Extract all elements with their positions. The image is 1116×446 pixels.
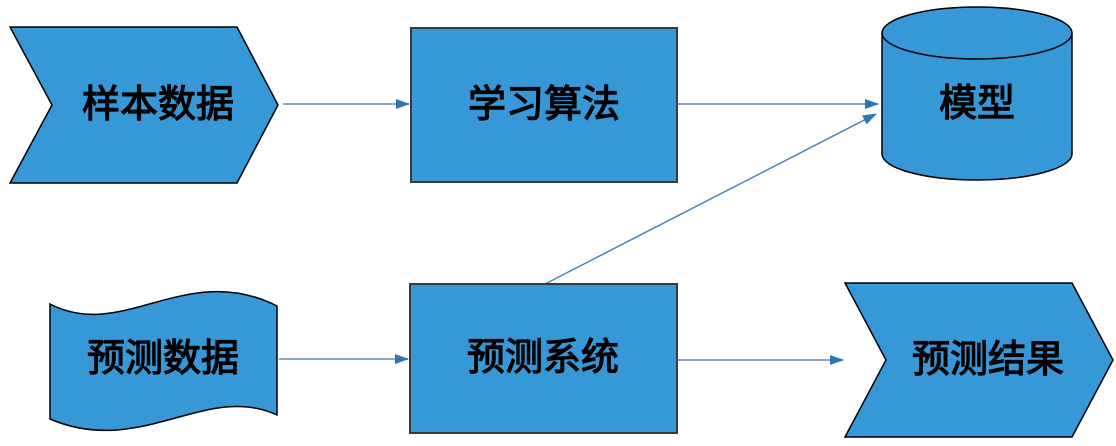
rectangle-shape [410,27,678,183]
node-label: 预测系统 [467,337,619,379]
wave-shape [49,290,278,432]
node-sample-data: 样本数据 [8,26,279,184]
node-prediction-system: 预测系统 [409,283,678,434]
node-label: 预测数据 [87,338,239,380]
node-label: 模型 [939,83,1015,125]
node-prediction-result: 预测结果 [843,282,1114,438]
cylinder-top-rim [881,32,1073,60]
node-label: 学习算法 [468,83,620,126]
edge-prediction-system-to-model [544,113,877,285]
cylinder-shape [881,6,1073,181]
node-model: 模型 [881,6,1073,181]
node-prediction-data: 预测数据 [49,290,278,432]
node-label: 预测结果 [912,339,1064,381]
node-learning-algorithm: 学习算法 [410,27,678,183]
node-label: 样本数据 [82,84,234,126]
edges-layer [279,99,879,365]
chevron-arrow-shape [8,26,279,184]
nodes-layer: 样本数据 学习算法 模型 预测数据 预测系统 预测结果 [8,6,1114,438]
rectangle-shape [409,283,678,434]
chevron-arrow-shape [843,282,1114,438]
